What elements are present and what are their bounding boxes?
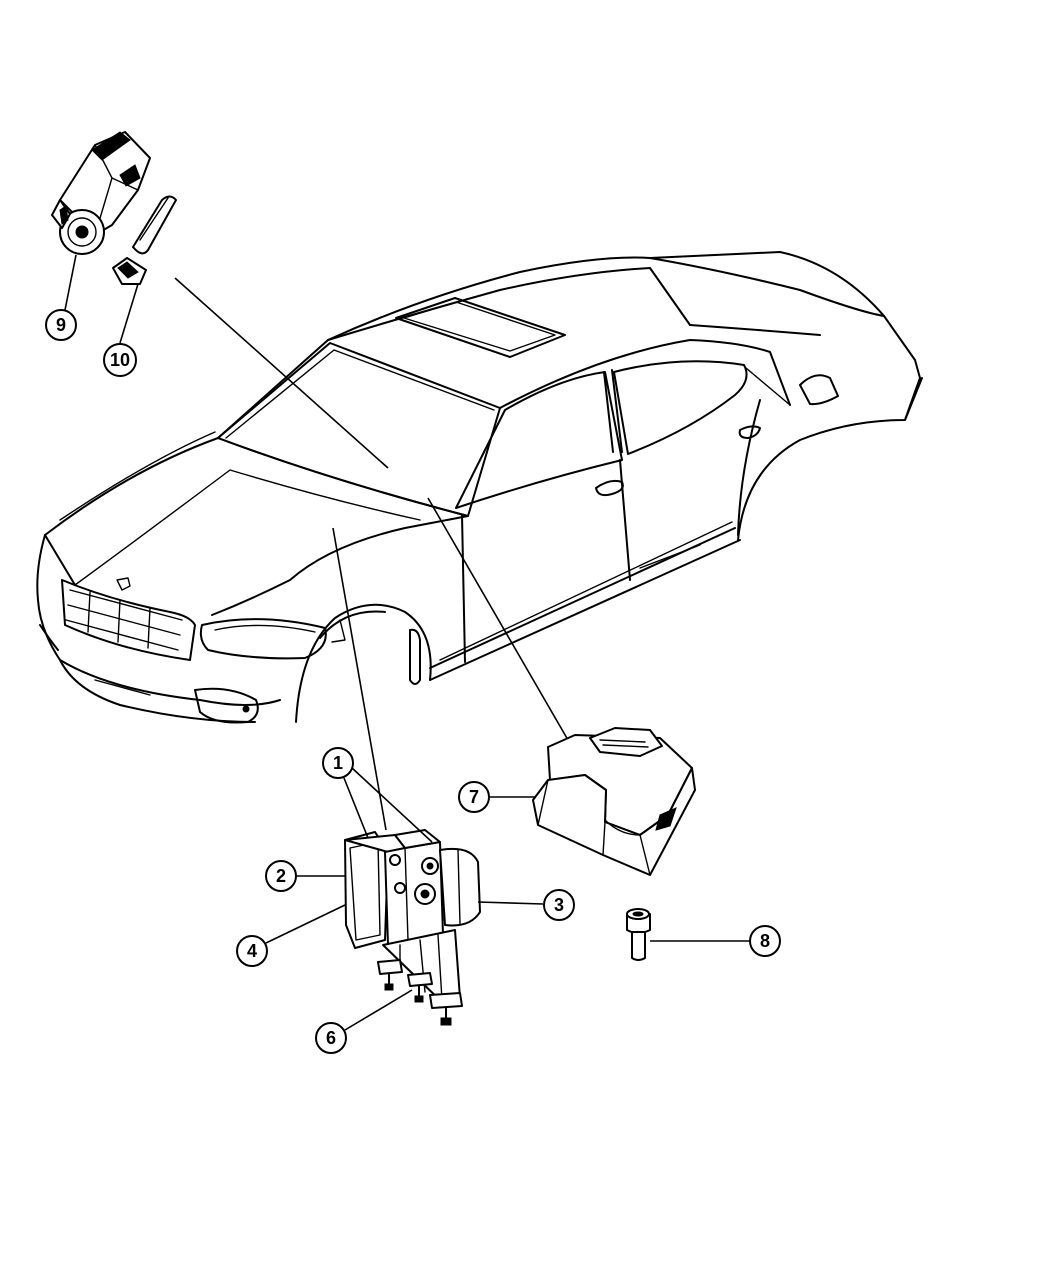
svg-text:4: 4 [247, 941, 257, 961]
part-control-module-7 [532, 727, 696, 876]
callout-7: 7 [458, 781, 490, 813]
svg-text:1: 1 [333, 753, 343, 773]
callout-4: 4 [236, 935, 268, 967]
part-sensor-10 [112, 195, 177, 285]
callout-9: 9 [45, 309, 77, 341]
callout-1: 1 [322, 747, 354, 779]
callout-leaders [64, 254, 750, 1031]
svg-text:3: 3 [554, 895, 564, 915]
vehicle-illustration [36, 251, 923, 724]
svg-text:6: 6 [326, 1028, 336, 1048]
callout-8: 8 [749, 925, 781, 957]
callout-2: 2 [265, 860, 297, 892]
part-bolt-8 [626, 908, 651, 961]
svg-text:2: 2 [276, 866, 286, 886]
svg-text:10: 10 [110, 350, 130, 370]
svg-text:8: 8 [760, 931, 770, 951]
part-abs-module [344, 829, 481, 1026]
svg-text:7: 7 [469, 787, 479, 807]
callout-3: 3 [543, 889, 575, 921]
callout-6: 6 [315, 1022, 347, 1054]
svg-text:9: 9 [56, 315, 66, 335]
callout-10: 10 [103, 343, 137, 377]
leader-lines [174, 277, 569, 831]
part-steering-angle-sensor [51, 131, 151, 255]
